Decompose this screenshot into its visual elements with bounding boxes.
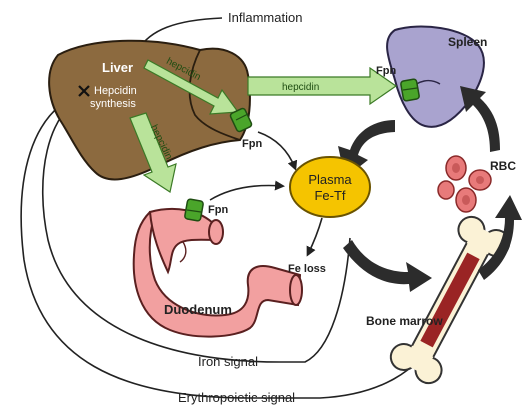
- fpn-channel-icon: [400, 78, 420, 102]
- fpn-channel-icon: [229, 107, 253, 133]
- hepcidin-arrow-to-spleen: [247, 66, 398, 106]
- fpn-channel-icon: [184, 198, 204, 222]
- cycle-arrow-plasma-to-marrow: [343, 240, 432, 292]
- inhibition-cross-icon: [78, 85, 90, 97]
- duodenum-opening-end: [289, 274, 303, 306]
- hepcidin-label-spleen: hepcidin: [282, 82, 319, 93]
- rbc-label: RBC: [490, 159, 516, 173]
- spleen-shape: [386, 25, 485, 128]
- duodenum-label: Duodenum: [164, 302, 232, 317]
- rbc-cell: [437, 180, 455, 200]
- arrow-plasma-to-fe-loss: [306, 217, 323, 257]
- hepcidin-arrow-to-duodenum: [129, 112, 177, 193]
- arrow-liver-fpn-to-plasma: [257, 131, 298, 171]
- liver-label: Liver: [102, 60, 133, 75]
- bone-marrow-label: Bone marrow: [366, 314, 443, 328]
- plasma-label-line2: Fe-Tf: [314, 188, 345, 203]
- erythropoietic-signal-line: [20, 91, 433, 399]
- duodenum-fold: [179, 241, 187, 263]
- fpn-spleen-label: Fpn: [376, 65, 396, 77]
- spleen-label: Spleen: [448, 35, 487, 49]
- cycle-arrow-rbc-to-spleen: [460, 86, 500, 152]
- liver-shape: [48, 39, 251, 181]
- arrow-duodenum-fpn-to-plasma: [209, 180, 285, 201]
- erythropoietic-signal-label: Erythropoietic signal: [178, 390, 295, 405]
- liver-lobe-line: [188, 49, 241, 141]
- hepcidin-arrow-to-liver-fpn: [143, 59, 240, 115]
- cycle-arrow-marrow-to-rbc: [478, 195, 522, 280]
- rbc-cluster: [437, 155, 492, 213]
- iron-signal-label: Iron signal: [198, 354, 258, 369]
- hepcidin-synthesis-label-line2: synthesis: [90, 98, 136, 110]
- fpn-duodenum-label: Fpn: [208, 204, 228, 216]
- fe-loss-label: Fe loss: [288, 263, 326, 275]
- duodenum-shape: [132, 210, 302, 338]
- iron-signal-line: [41, 91, 351, 363]
- plasma-fe-tf-node: [289, 156, 371, 218]
- inflammation-label: Inflammation: [228, 10, 302, 25]
- fpn-liver-label: Fpn: [242, 138, 262, 150]
- hepcidin-synthesis-label-line1: Hepcidin: [94, 85, 137, 97]
- plasma-label-line1: Plasma: [308, 172, 352, 187]
- duodenum-opening-top: [208, 219, 224, 245]
- bone-marrow-bone: [389, 215, 511, 385]
